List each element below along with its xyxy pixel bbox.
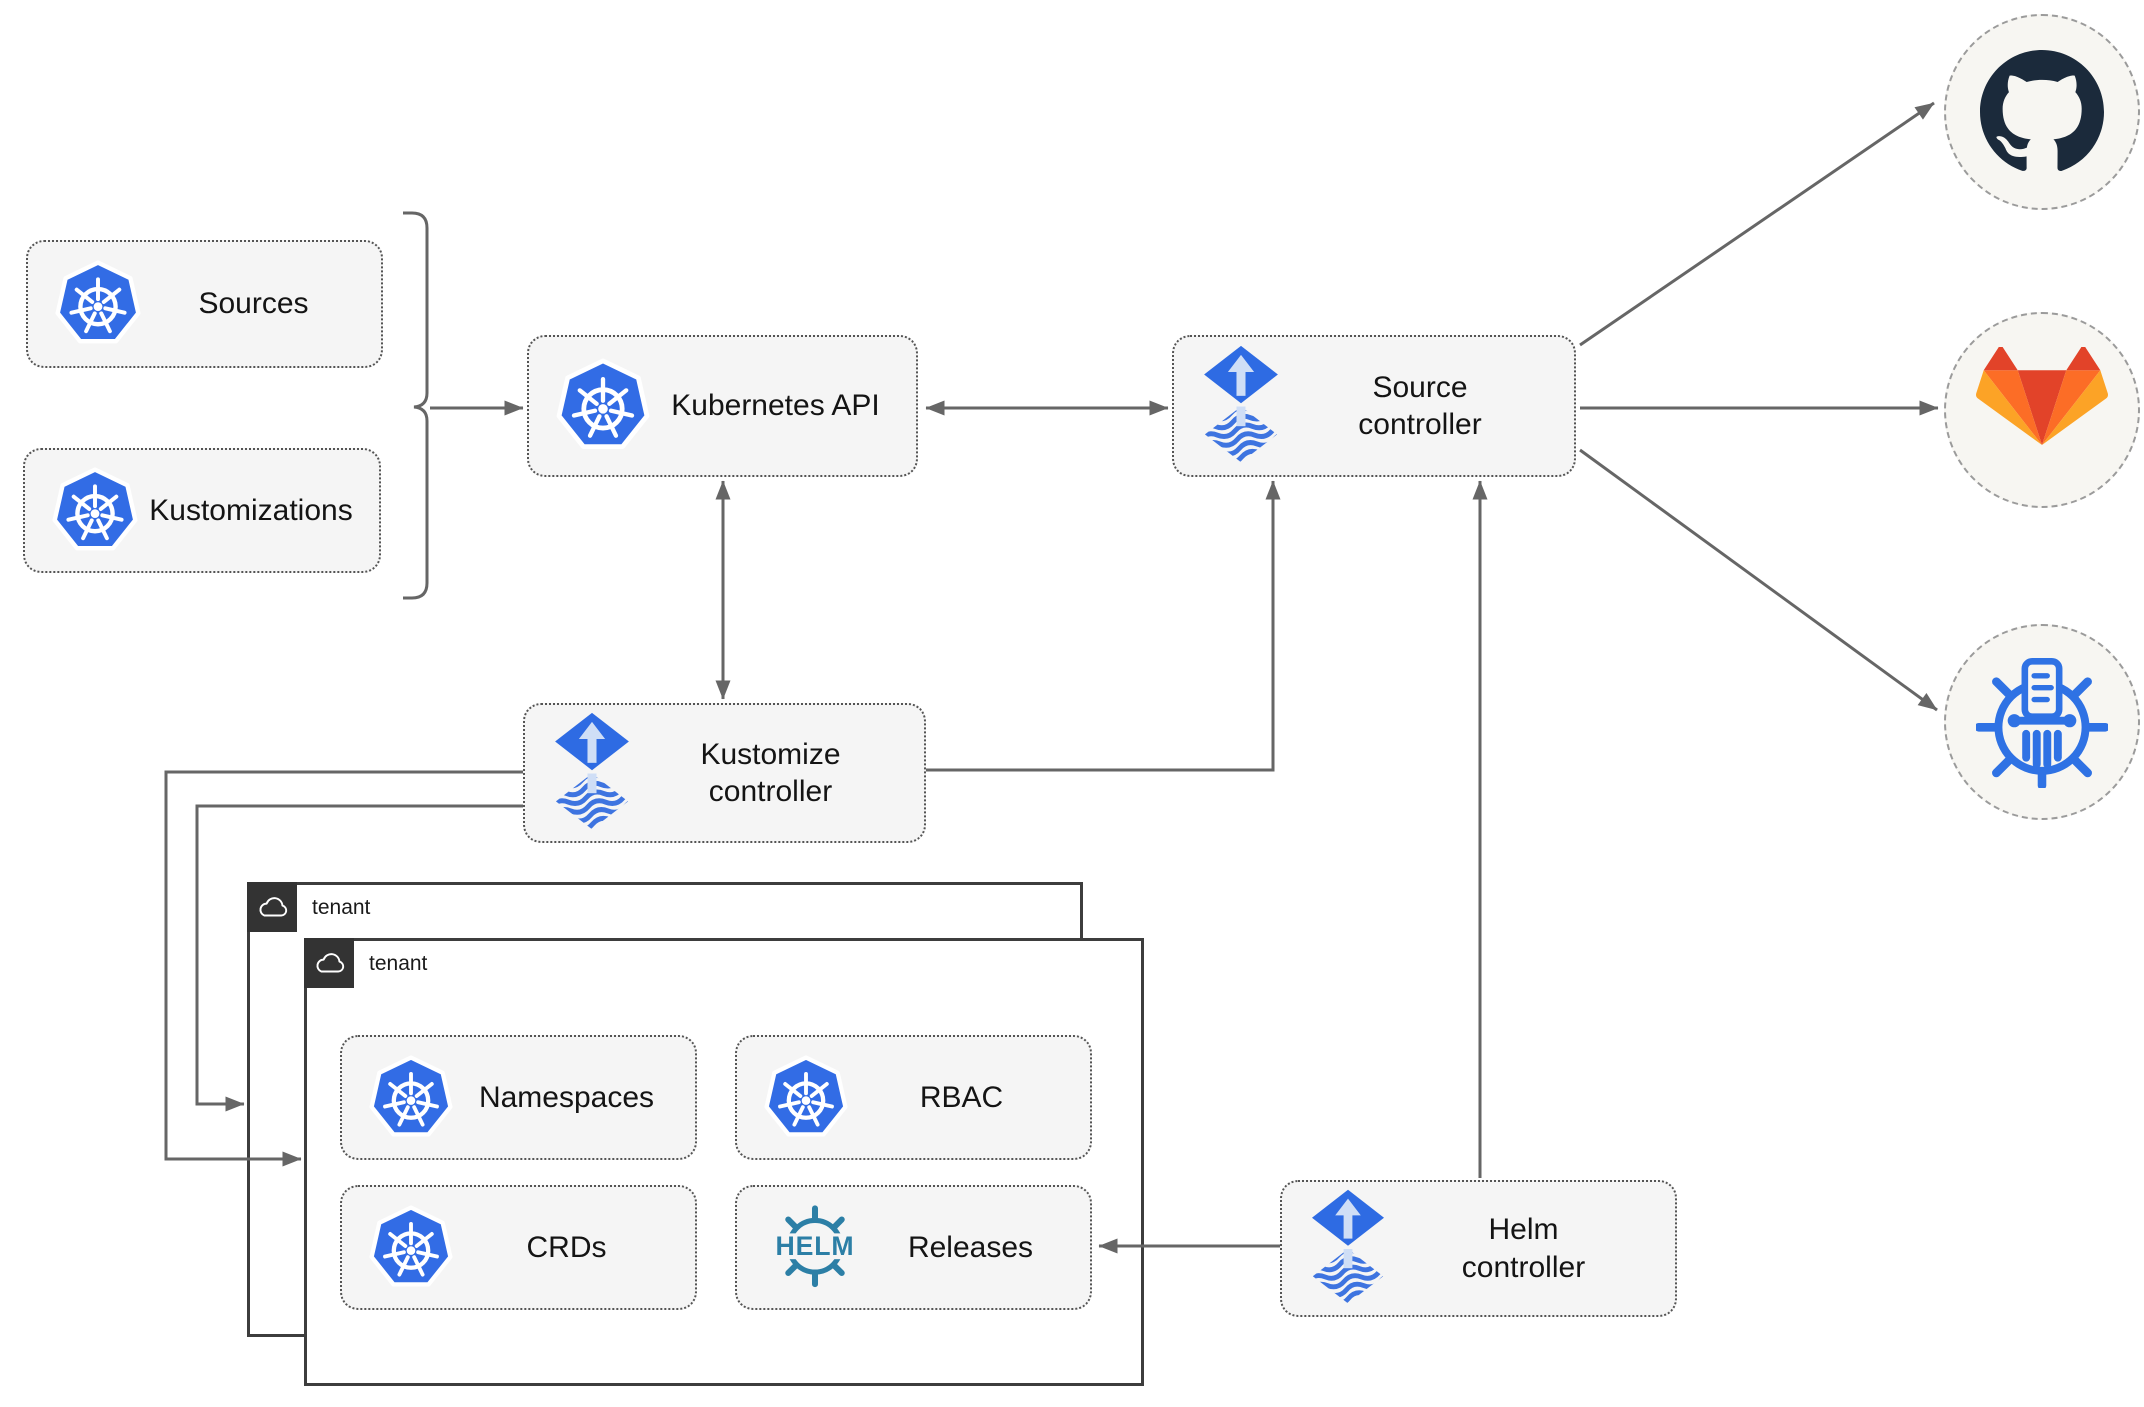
kubernetes-icon: [51, 467, 139, 555]
kubernetes-icon: [555, 358, 651, 454]
helm-logo-text: HELM: [776, 1230, 855, 1260]
flux-icon: [551, 711, 633, 836]
node-label: Kubernetes API: [671, 389, 880, 423]
tenant-box-front: tenant: [304, 938, 1144, 1386]
tenant-label: tenant: [312, 896, 371, 919]
node-namespaces: Namespaces: [340, 1035, 697, 1160]
kubernetes-icon: [368, 1205, 454, 1291]
node-helm-controller: Helm controller: [1280, 1180, 1677, 1317]
arrow-source-controller-to-github: [1579, 101, 1935, 347]
chartmuseum-icon: [1976, 657, 2108, 788]
tenant-label: tenant: [369, 952, 428, 975]
node-rbac: RBAC: [735, 1035, 1092, 1160]
cloud-icon: [259, 897, 288, 917]
node-label: Helm controller: [1461, 1213, 1586, 1284]
node-crds: CRDs: [340, 1185, 697, 1310]
node-label: RBAC: [919, 1080, 1004, 1114]
node-label: Kustomizations: [149, 493, 353, 527]
github-icon: [1980, 50, 2104, 171]
helm-logo-icon: HELM: [763, 1204, 867, 1291]
github-hub: [1944, 14, 2140, 210]
node-label: Sources: [198, 287, 309, 321]
node-label: Kustomize controller: [700, 737, 841, 809]
cloud-icon: [316, 953, 345, 973]
flux-icon: [1200, 344, 1282, 469]
node-kustomizations: Kustomizations: [23, 448, 381, 573]
node-label: Releases: [907, 1230, 1034, 1264]
gitlab-hub: [1944, 312, 2140, 508]
node-kustomize-controller: Kustomize controller: [523, 703, 926, 843]
helm-repository-hub: [1944, 624, 2140, 820]
tenant-tab: [247, 882, 297, 932]
arrow-source-controller-to-helm-repository: [1579, 448, 1938, 712]
node-label: Namespaces: [478, 1080, 655, 1114]
node-sources: Sources: [26, 240, 383, 368]
gitlab-icon: [1976, 347, 2108, 446]
node-kubernetes-api: Kubernetes API: [527, 335, 918, 477]
flux-icon: [1308, 1188, 1388, 1310]
kubernetes-icon: [368, 1055, 454, 1141]
kubernetes-icon: [763, 1055, 849, 1141]
arrow-kustomize-to-source-controller: [926, 480, 1281, 772]
tenant-tab: [304, 938, 354, 988]
node-label: CRDs: [526, 1230, 607, 1264]
node-source-controller: Source controller: [1172, 335, 1576, 477]
kubernetes-icon: [54, 260, 142, 348]
node-releases: HELM Releases: [735, 1185, 1092, 1310]
bracket-sources-group: [403, 211, 429, 600]
node-label: Source controller: [1358, 370, 1482, 442]
